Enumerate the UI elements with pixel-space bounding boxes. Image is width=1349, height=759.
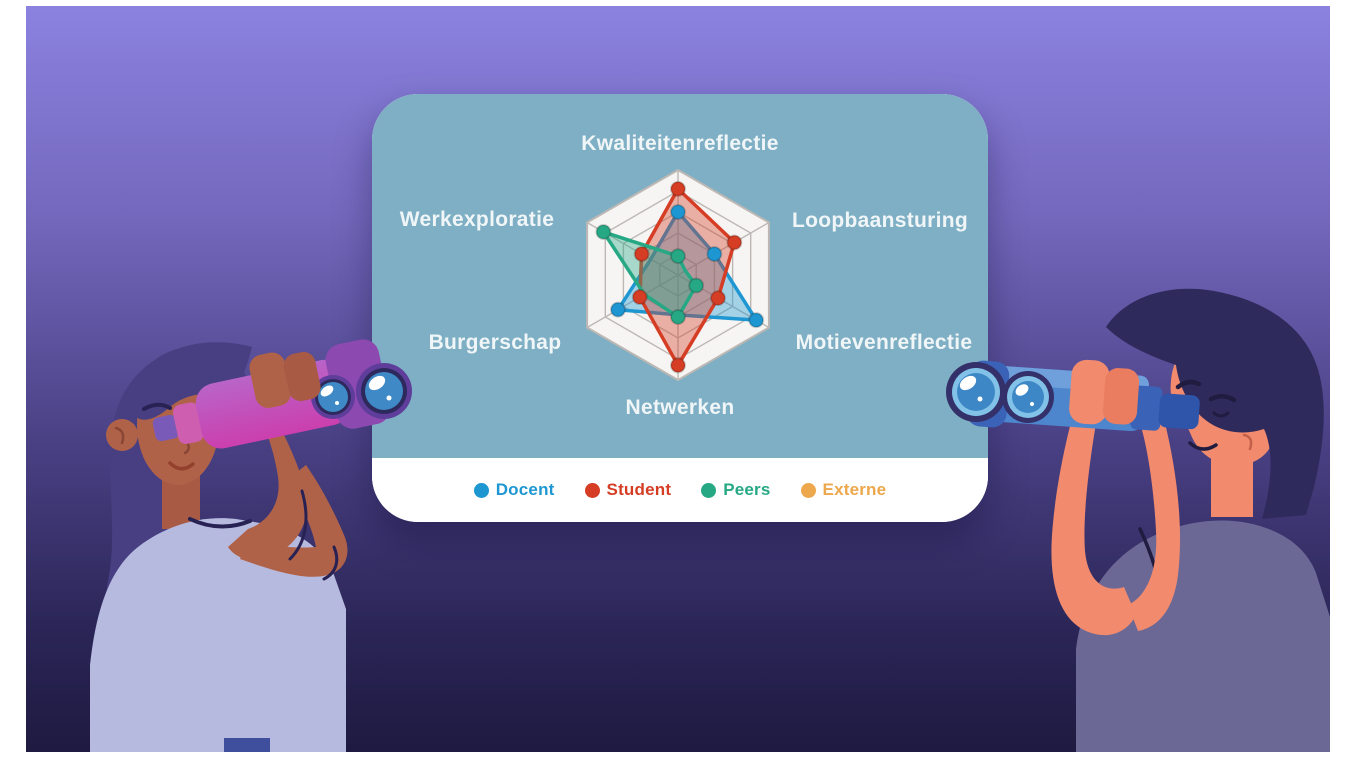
axis-label-werkexploratie: Werkexploratie <box>399 208 555 231</box>
purple-gradient-background: Kwaliteitenreflectie Loopbaansturing Mot… <box>26 6 1330 752</box>
man-hands <box>1069 359 1140 425</box>
legend-label: Student <box>606 480 672 499</box>
woman-hands <box>249 351 321 408</box>
man-closed-eye <box>1212 411 1230 418</box>
axis-label-loopbaansturing: Loopbaansturing <box>792 209 968 232</box>
man-far-arm <box>1128 419 1181 631</box>
woman-illustration <box>90 339 412 752</box>
student-dot-icon <box>584 482 600 498</box>
man-shirt <box>1076 520 1330 752</box>
man-illustration <box>946 288 1330 752</box>
woman-elbow-line <box>322 545 339 581</box>
man-binocular-lens-near <box>1002 371 1054 423</box>
man-binocular-lens-far <box>946 362 1006 422</box>
legend-label: Peers <box>723 480 771 499</box>
woman-binocular-lens-near <box>311 375 355 419</box>
man-neck <box>1211 455 1253 517</box>
woman-arm-line <box>288 489 308 561</box>
legend-item-peers: Peers <box>701 480 770 500</box>
chart-legend: Docent Student Peers Externe <box>372 458 988 522</box>
woman-sleeve <box>206 547 296 591</box>
axis-label-motievenreflectie: Motievenreflectie <box>795 331 973 354</box>
woman-mouth <box>168 461 195 471</box>
woman-hair-fringe <box>134 346 252 420</box>
radar-chart-card: Kwaliteitenreflectie Loopbaansturing Mot… <box>372 94 988 522</box>
docent-dot-icon <box>473 482 489 498</box>
legend-item-student: Student <box>584 480 672 500</box>
axis-label-burgerschap: Burgerschap <box>428 331 562 354</box>
legend-item-docent: Docent <box>473 480 555 500</box>
legend-item-externe: Externe <box>800 480 887 500</box>
man-near-arm <box>1051 371 1136 636</box>
externe-dot-icon <box>800 482 816 498</box>
man-hair <box>1106 288 1324 519</box>
legend-label: Docent <box>495 480 555 499</box>
radar-chart <box>586 168 770 382</box>
man-ear-inner <box>1242 433 1253 451</box>
man-eyebrow-right <box>1208 394 1237 403</box>
woman-neckline <box>188 517 252 529</box>
woman-skirt <box>224 738 270 752</box>
woman-ear-inner <box>114 426 125 445</box>
woman-eyebrow <box>142 402 172 411</box>
man-eyebrow-left <box>1175 379 1202 390</box>
axis-label-netwerken: Netwerken <box>625 396 735 419</box>
woman-raised-arm <box>228 399 307 560</box>
chart-area: Kwaliteitenreflectie Loopbaansturing Mot… <box>372 94 988 458</box>
axis-label-kwaliteitenreflectie: Kwaliteitenreflectie <box>581 132 779 155</box>
man-smile <box>1188 441 1218 451</box>
woman-bent-arm <box>240 465 348 577</box>
legend-label: Externe <box>822 480 887 499</box>
peers-dot-icon <box>701 482 717 498</box>
woman-binocular-lens-far <box>356 363 412 419</box>
